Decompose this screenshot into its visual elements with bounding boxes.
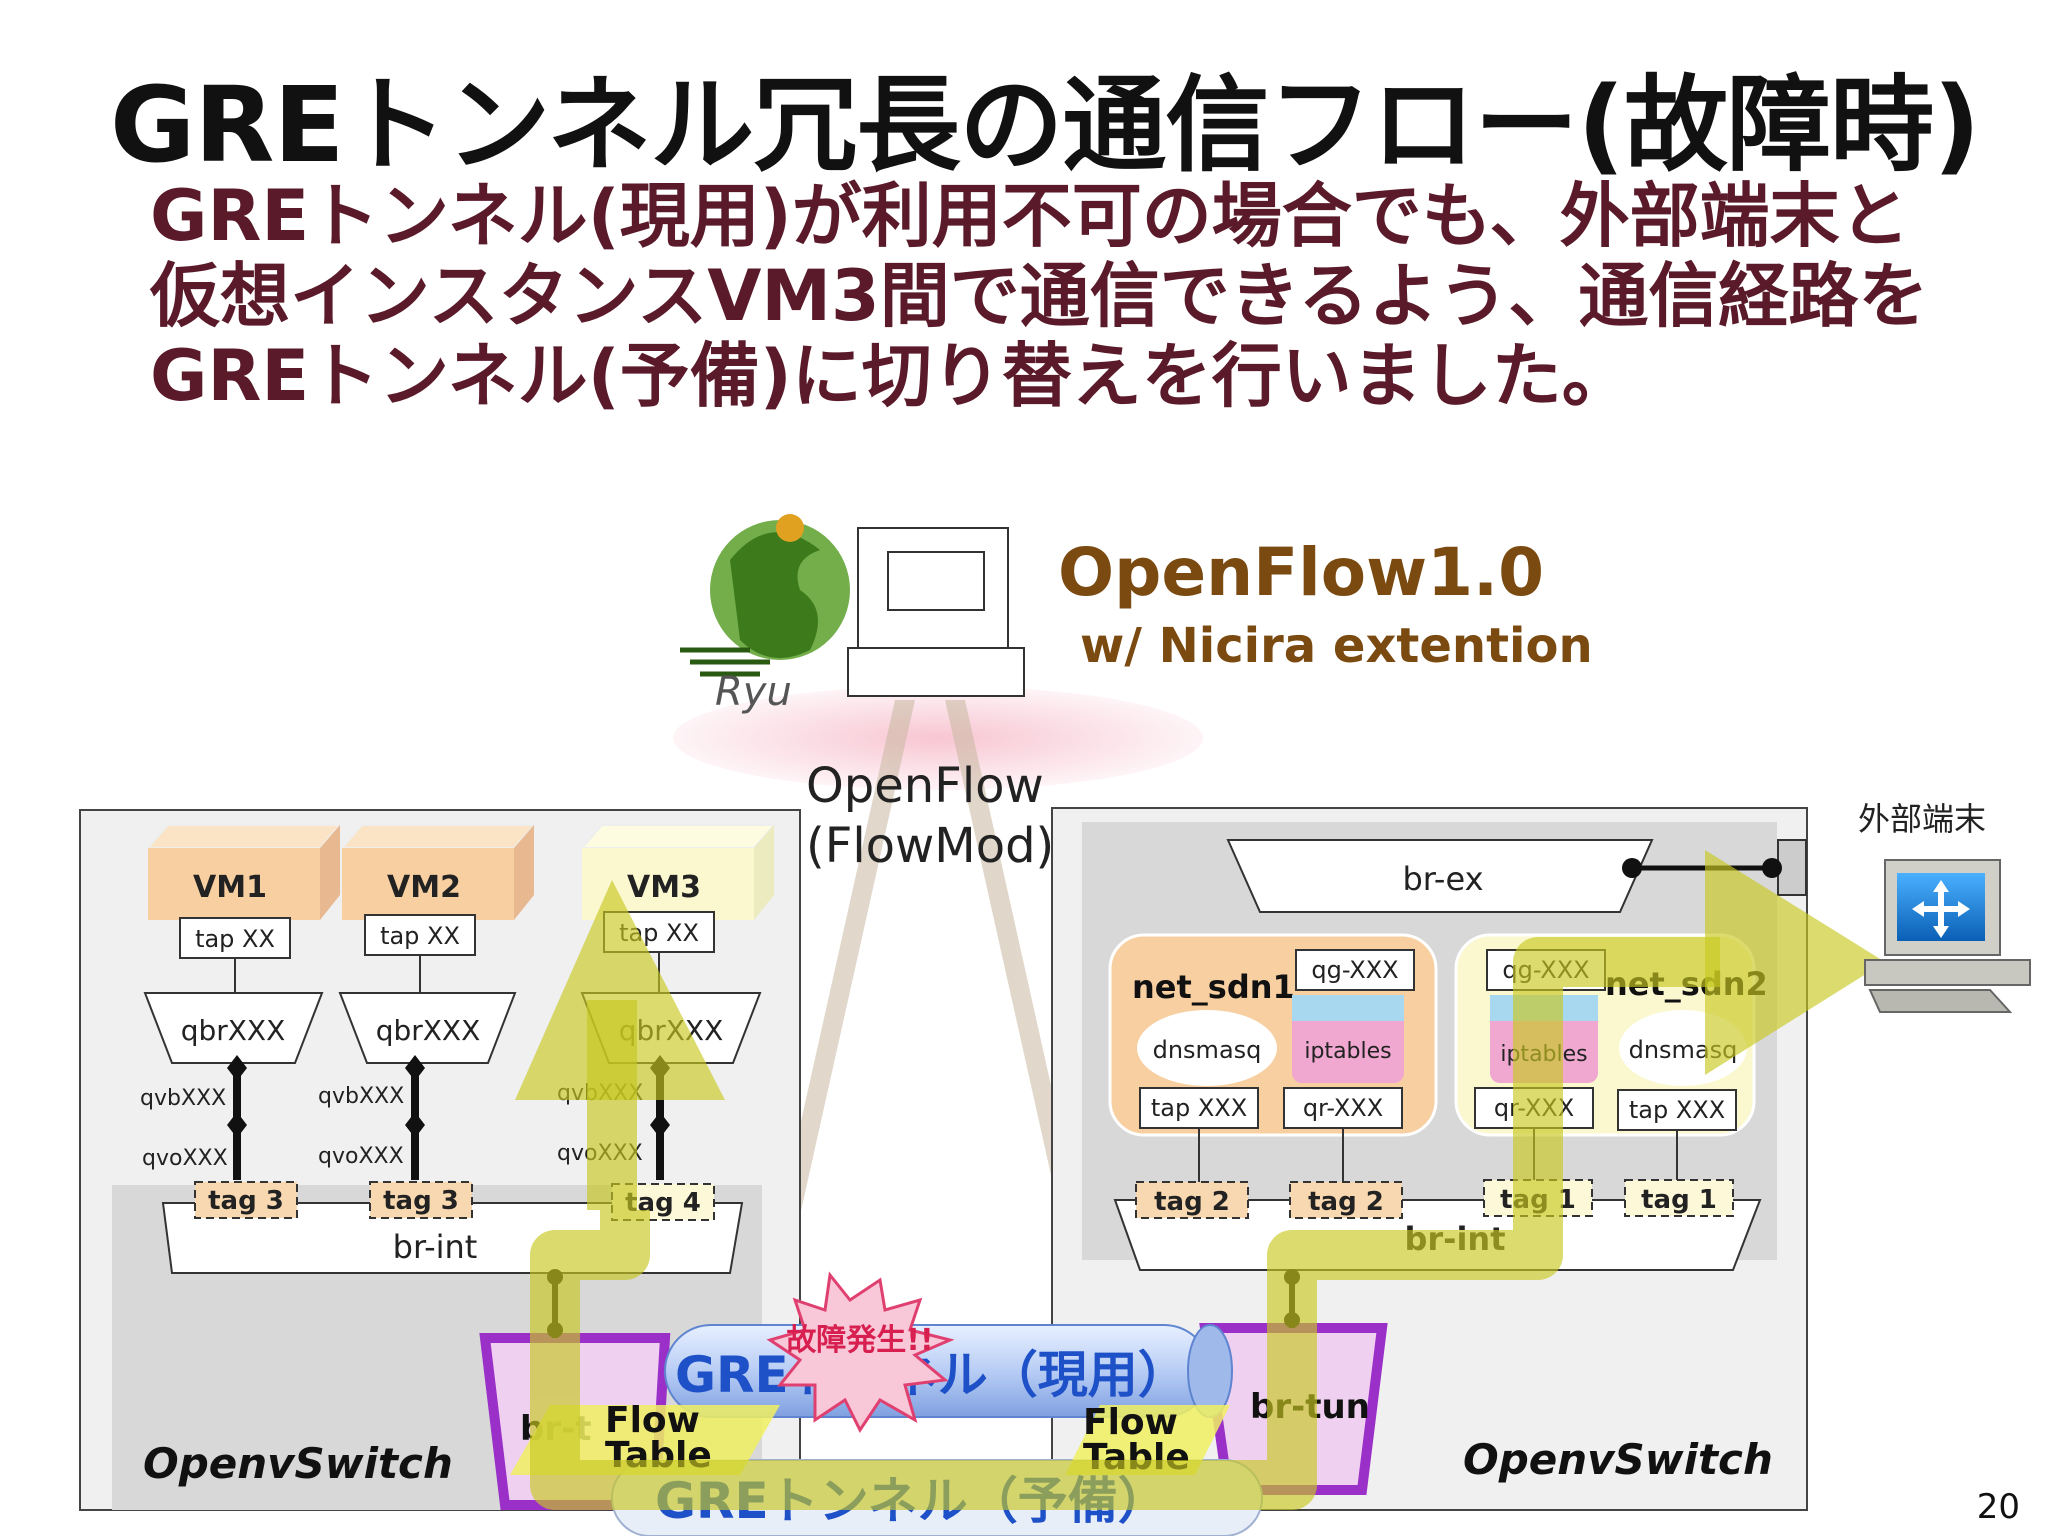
- vm1-qvb: qvbXXX: [140, 1086, 226, 1111]
- right-tag-1-label: tag 2: [1154, 1187, 1230, 1217]
- subtitle-line-2: 仮想インスタンスVM3間で通信できるよう、通信経路を: [150, 255, 1929, 337]
- right-tag-1: [1135, 1181, 1249, 1219]
- failure-label: 故障発生!!: [786, 1323, 933, 1358]
- right-tag-4-label: tag 1: [1641, 1185, 1717, 1215]
- vm1-tap: [179, 917, 291, 959]
- traffic-arrow-up: [515, 880, 725, 1100]
- vm2-tag-label: tag 3: [383, 1186, 459, 1216]
- net-sdn1-qg-label: qg-XXX: [1311, 956, 1398, 984]
- subtitle-line-3: GREトンネル(予備)に切り替えを行いました。: [150, 335, 1632, 417]
- vm2-label: VM2: [387, 870, 461, 905]
- vm2-qvb: qvbXXX: [318, 1084, 404, 1109]
- ryu-logo-text: Ryu: [715, 669, 792, 715]
- controller-glow: [673, 686, 1203, 790]
- openflow-title: OpenFlow1.0: [1058, 534, 1544, 611]
- external-terminal-label: 外部端末: [1858, 800, 1986, 838]
- vm1-qbr: [143, 992, 324, 1064]
- left-br-int-label: br-int: [393, 1228, 478, 1266]
- vm2-tap: [364, 914, 476, 956]
- net-sdn1-qr: [1283, 1087, 1403, 1129]
- net-sdn2-tap-label: tap XXX: [1629, 1096, 1725, 1124]
- vm2-tap-label: tap XX: [380, 922, 460, 950]
- vm1-label: VM1: [193, 870, 267, 905]
- vm2-qbr: [338, 992, 517, 1064]
- openflow-subtitle: w/ Nicira extention: [1080, 618, 1593, 674]
- flowmod-label-line2: (FlowMod): [806, 818, 1054, 874]
- vm2-qbr-label: qbrXXX: [376, 1014, 481, 1047]
- vm1-tag-label: tag 3: [208, 1186, 284, 1216]
- net-sdn1-qr-label: qr-XXX: [1303, 1094, 1383, 1122]
- right-tag-4: [1624, 1179, 1734, 1217]
- flowmod-label-line1: OpenFlow: [806, 758, 1044, 814]
- net-sdn1-label: net_sdn1: [1132, 968, 1295, 1006]
- controller-pc-icon: [847, 527, 1025, 697]
- right-flow-table-1: Flow: [1083, 1402, 1178, 1443]
- vm2-box: VM2: [339, 824, 537, 920]
- net-sdn1-dnsmasq-label: dnsmasq: [1153, 1036, 1262, 1064]
- external-terminal-icon: [1864, 859, 2031, 1013]
- page-number: 20: [1977, 1487, 2020, 1527]
- failure-burst-icon: 故障発生!!: [766, 1271, 955, 1433]
- br-ex-label: br-ex: [1402, 860, 1483, 898]
- vm1-qbr-label: qbrXXX: [181, 1014, 286, 1047]
- vm1-box: VM1: [145, 824, 343, 920]
- br-ex: [1226, 839, 1654, 913]
- net-sdn1-tap: [1139, 1087, 1259, 1129]
- vm2-qvo: qvoXXX: [318, 1144, 404, 1169]
- right-ovs-label: OpenvSwitch: [1463, 1435, 1773, 1484]
- net-sdn1-dnsmasq: [1137, 1010, 1277, 1086]
- net-sdn1-qg: [1295, 949, 1415, 991]
- vm1-tag: [194, 1181, 298, 1219]
- left-ovs-label: OpenvSwitch: [143, 1439, 453, 1488]
- vm1-tap-label: tap XX: [195, 925, 275, 953]
- slide-title: GREトンネル冗長の通信フロー(故障時): [110, 64, 1980, 186]
- net-sdn1-tap-label: tap XXX: [1151, 1094, 1247, 1122]
- right-tag-2: [1289, 1181, 1403, 1219]
- vm2-tag: [369, 1181, 473, 1219]
- left-flow-table-1: Flow: [605, 1400, 700, 1441]
- right-tag-2-label: tag 2: [1308, 1187, 1384, 1217]
- ryu-logo: Ryu: [680, 514, 850, 715]
- traffic-arrow-right: [1705, 850, 1885, 1075]
- vm1-qvo: qvoXXX: [142, 1146, 228, 1171]
- vm3-label: VM3: [627, 870, 701, 905]
- net-sdn1-iptables-label: iptables: [1304, 1039, 1391, 1064]
- net-sdn2-tap: [1617, 1089, 1737, 1131]
- subtitle-line-1: GREトンネル(現用)が利用不可の場合でも、外部端末と: [150, 175, 1910, 257]
